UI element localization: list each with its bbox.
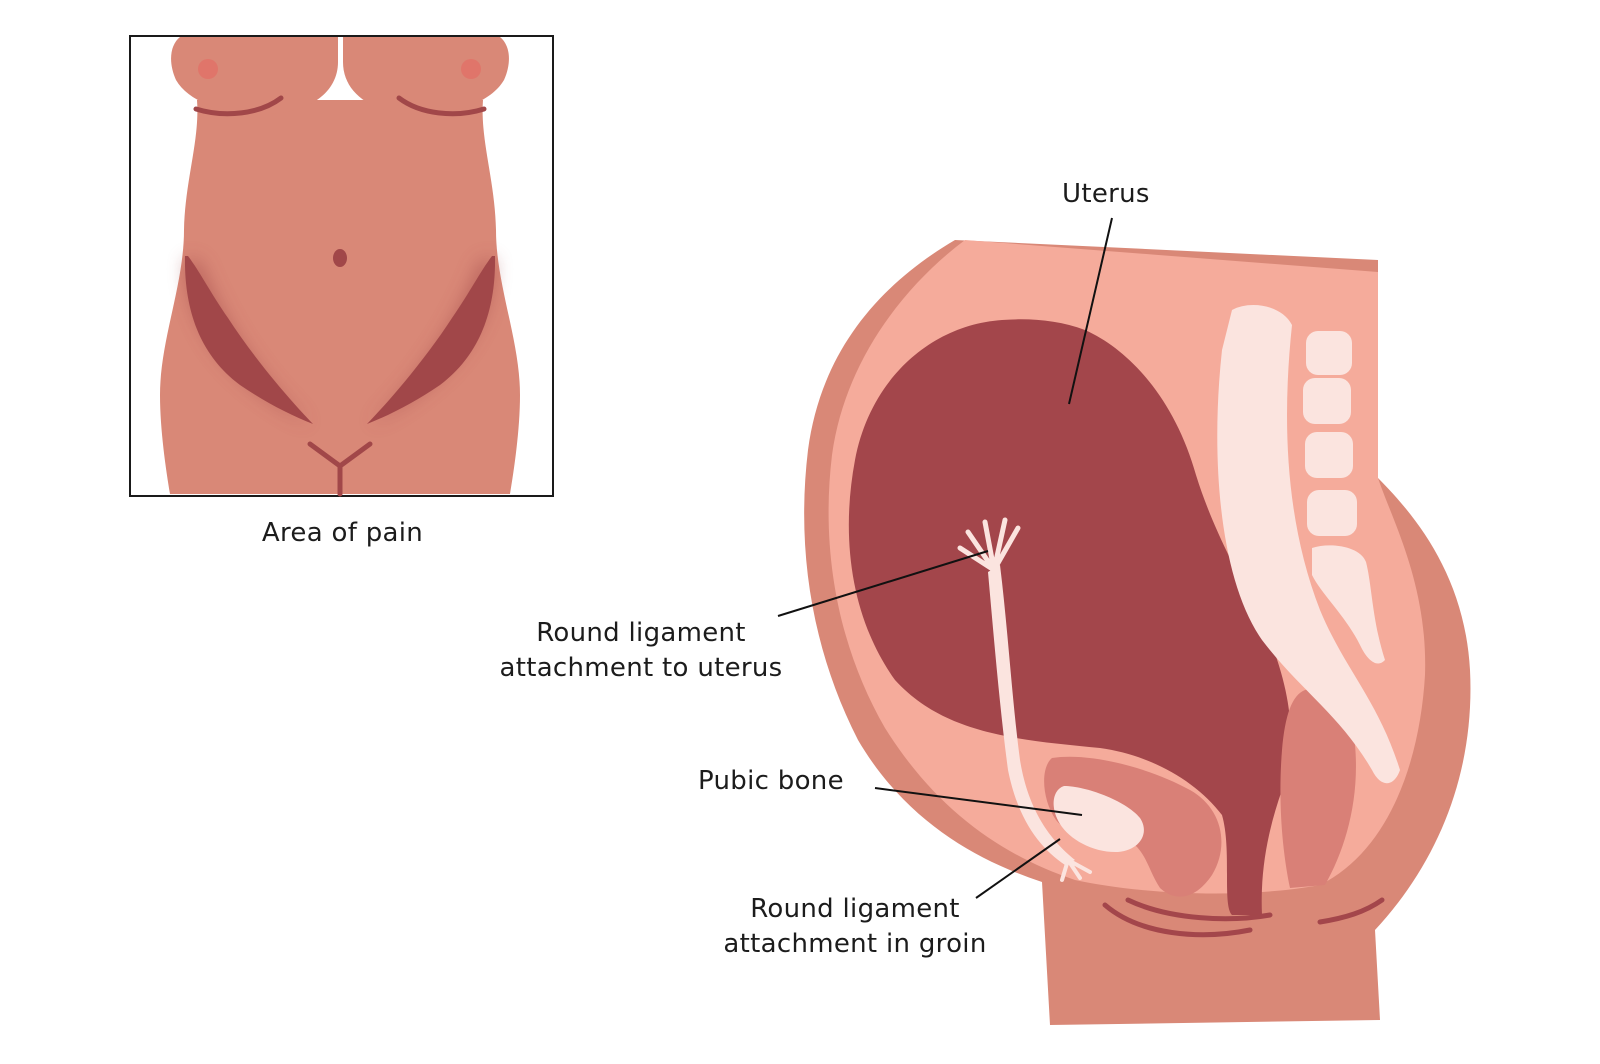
round-ligament-uterus-label-line-2: attachment to uterus — [499, 653, 783, 683]
uterus-shape — [848, 319, 1291, 915]
round-ligament-uterus-leader-line — [777, 550, 989, 617]
left-nipple — [198, 59, 218, 79]
left-pain-area — [184, 256, 313, 424]
right-breast-fold — [396, 95, 487, 117]
sacrum — [1217, 305, 1400, 784]
uterus-label: Uterus — [1062, 179, 1150, 209]
round-ligament-groin-label-line-2: attachment in groin — [723, 929, 987, 959]
uterus-leader-line — [1068, 217, 1113, 405]
inset-caption: Area of pain — [261, 518, 424, 548]
vertebra-5 — [1312, 545, 1385, 664]
perineum-fold-3 — [1317, 897, 1385, 925]
leader-lines — [777, 217, 1113, 899]
round-ligament-groin-label-line-1: Round ligament — [750, 894, 960, 924]
pubic-bone-label: Pubic bone — [698, 766, 844, 796]
round-ligament-fimbriae-bottom — [1060, 858, 1092, 882]
round-ligament-fimbriae-top — [957, 517, 1021, 573]
rectum — [1280, 688, 1356, 888]
round-ligament-groin-label: Round ligament attachment in groin — [690, 892, 1020, 962]
round-ligament-groin-leader-line — [975, 838, 1061, 899]
torso-body — [160, 100, 520, 494]
round-ligament — [988, 565, 1075, 865]
round-ligament-uterus-label-line-1: Round ligament — [536, 618, 746, 648]
torso-front — [160, 37, 520, 497]
left-breast — [171, 37, 338, 115]
right-pain-area — [367, 256, 496, 424]
vertebra-4 — [1307, 490, 1357, 536]
navel — [333, 249, 347, 267]
pubic-bone-leader-line — [874, 787, 1083, 816]
round-ligament-uterus-label: Round ligament attachment to uterus — [476, 616, 806, 686]
vertebra-1 — [1306, 331, 1352, 375]
pubic-bone-shape — [1053, 786, 1144, 853]
vertebra-2 — [1303, 378, 1351, 424]
front-view-inset — [129, 35, 554, 497]
perineum-fold-1 — [1102, 902, 1253, 938]
vertebra-3 — [1305, 432, 1353, 478]
right-breast — [343, 37, 509, 115]
side-cross-section — [804, 240, 1471, 1025]
right-nipple — [461, 59, 481, 79]
groin-line — [307, 441, 373, 497]
left-breast-fold — [193, 95, 284, 117]
perineum-fold-2 — [1125, 897, 1273, 922]
